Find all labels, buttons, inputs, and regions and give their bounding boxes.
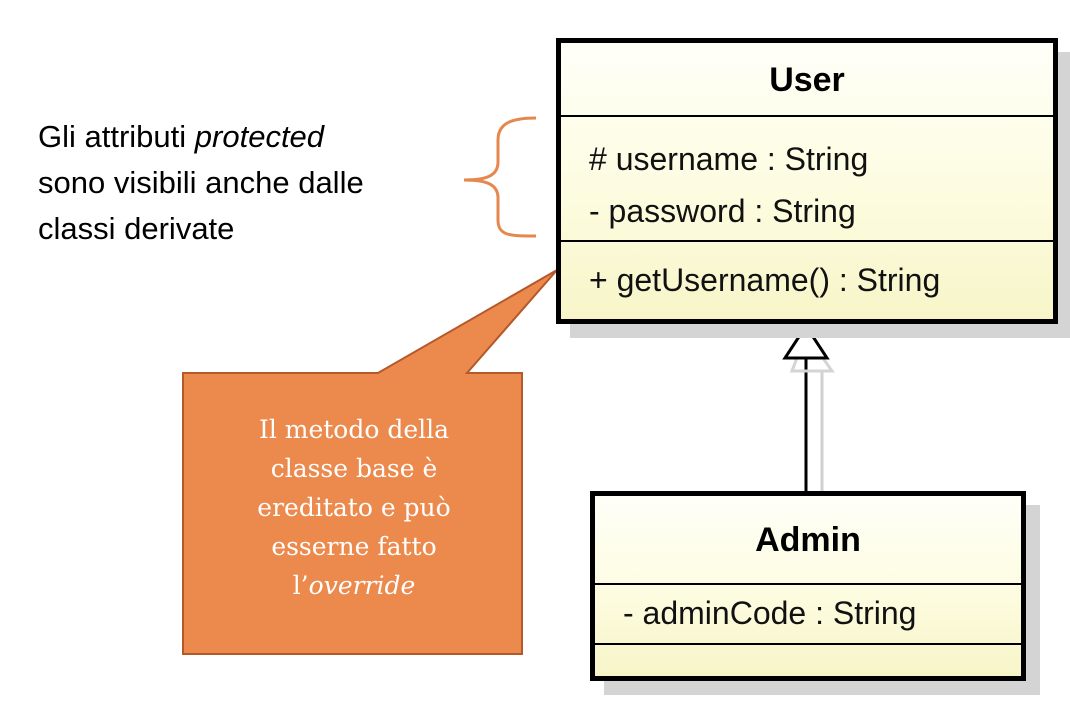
curly-brace xyxy=(463,116,537,238)
note-line-3: classi derivate xyxy=(38,211,235,246)
user-class-box[interactable]: User # username : String - password : St… xyxy=(556,38,1058,324)
callout-line-5: l’override xyxy=(186,566,522,605)
admin-attribute-admincode: - adminCode : String xyxy=(623,595,917,631)
user-attribute-username: # username : String xyxy=(589,141,869,177)
user-class-name: User xyxy=(561,43,1053,117)
callout-line-4: esserne fatto xyxy=(271,532,437,561)
callout-bubble xyxy=(182,269,558,655)
callout-override-keyword: override xyxy=(308,571,416,600)
callout-line-3: ereditato e può xyxy=(257,493,451,522)
note-protected-keyword: protected xyxy=(194,119,325,154)
user-operations-section: + getUsername() : String xyxy=(561,242,1053,319)
admin-operations-section xyxy=(595,645,1021,676)
user-operation-getusername: + getUsername() : String xyxy=(589,262,941,298)
inheritance-arrowhead xyxy=(782,323,830,360)
protected-note: Gli attributi protected sono visibili an… xyxy=(38,114,458,252)
admin-class-box[interactable]: Admin - adminCode : String xyxy=(590,491,1026,681)
note-line-1: Gli attributi protected xyxy=(38,114,458,160)
callout-line-1: Il metodo della xyxy=(258,415,450,444)
callout-line-2: classe base è xyxy=(270,454,438,483)
callout-last-prefix: l’ xyxy=(292,571,309,600)
user-attribute-password: - password : String xyxy=(589,193,856,229)
admin-class-name: Admin xyxy=(595,496,1021,585)
user-attributes-section: # username : String - password : String xyxy=(561,117,1053,242)
note-line-2: sono visibili anche dalle xyxy=(38,165,364,200)
note-line-1-prefix: Gli attributi xyxy=(38,119,195,154)
admin-attributes-section: - adminCode : String xyxy=(595,585,1021,645)
callout-text: Il metodo della classe base è ereditato … xyxy=(186,410,522,605)
